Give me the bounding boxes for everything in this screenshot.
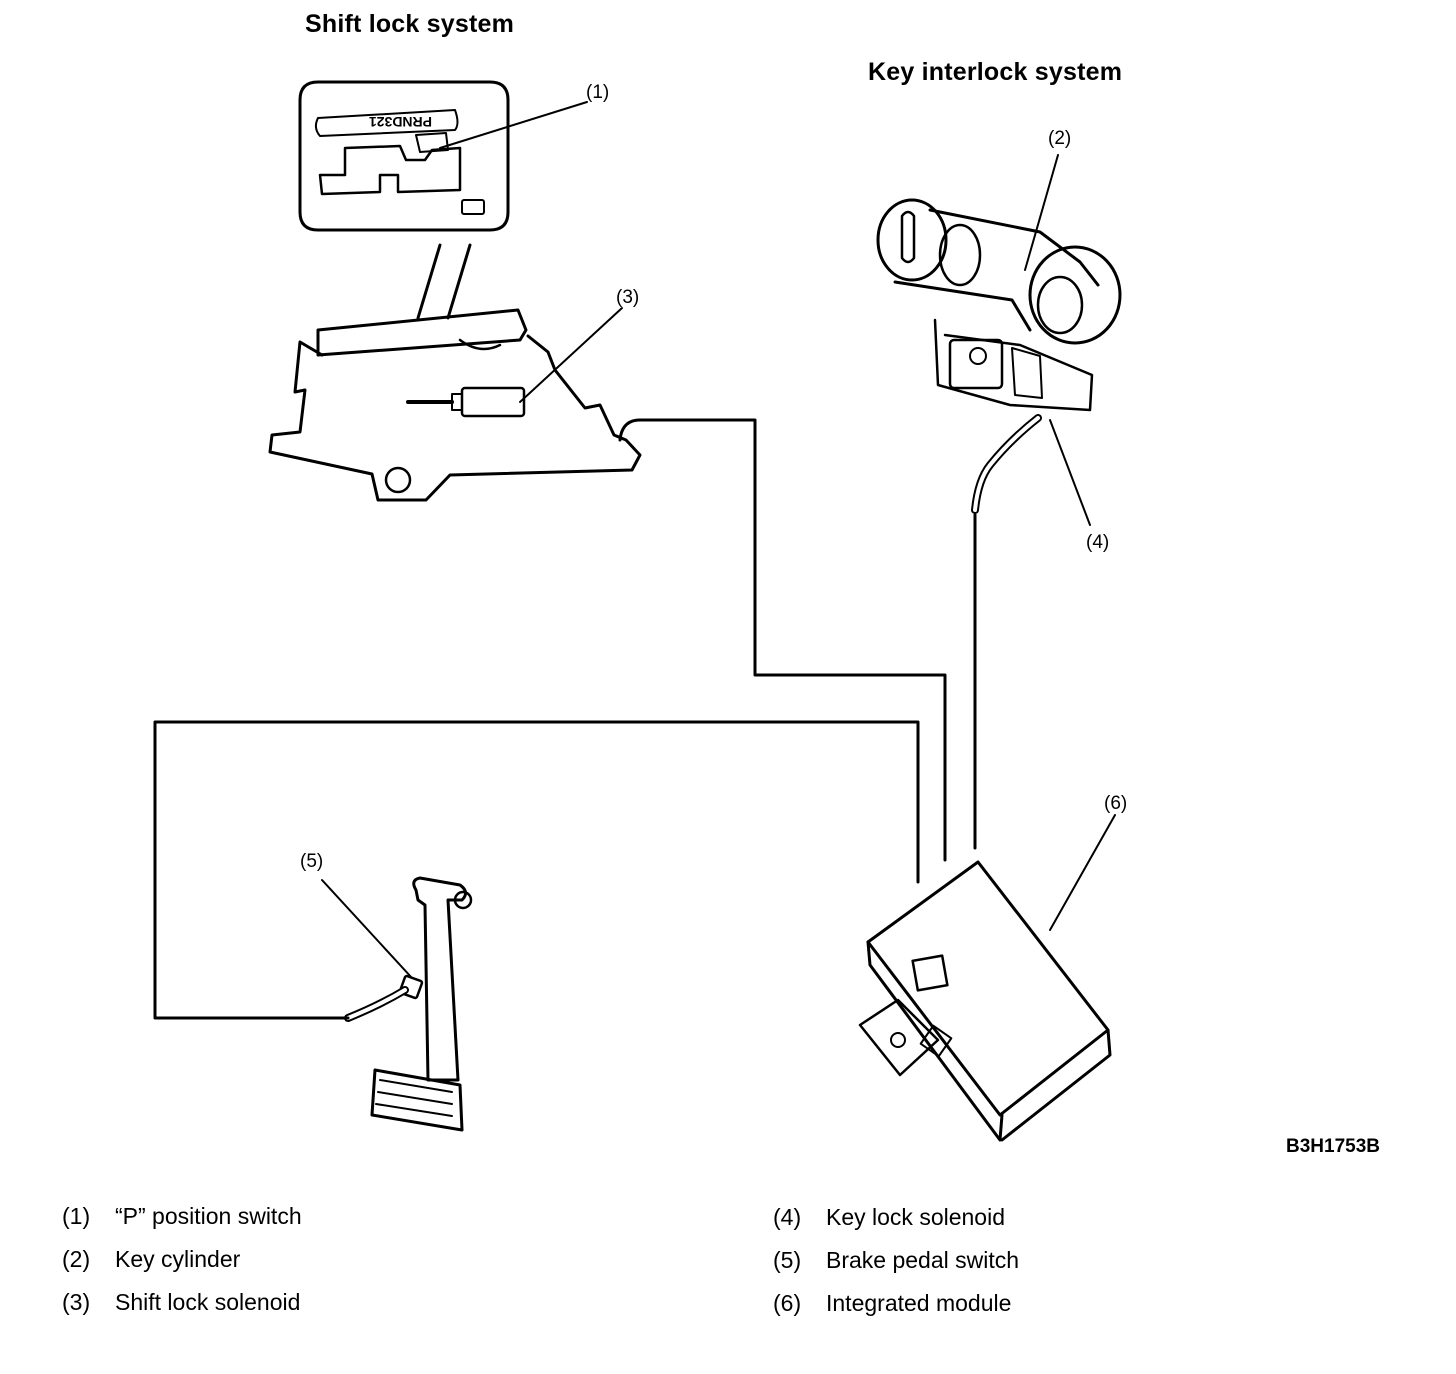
legend-number: (6)	[773, 1290, 802, 1316]
shift-lever-housing	[268, 243, 642, 502]
shift-lock-title: Shift lock system	[305, 10, 515, 38]
legend-item: (3) Shift lock solenoid	[62, 1281, 302, 1324]
shift-indicator-panel: PRND321	[298, 80, 510, 232]
gate-letters: PRND321	[369, 114, 432, 130]
legend-label: Integrated module	[826, 1290, 1012, 1316]
callout-2: (2)	[1048, 128, 1072, 149]
legend-label: Brake pedal switch	[826, 1247, 1020, 1273]
legend-number: (3)	[62, 1289, 91, 1315]
legend-item: (2) Key cylinder	[62, 1238, 302, 1281]
figure-code: B3H1753B	[1286, 1136, 1380, 1157]
legend-number: (5)	[773, 1247, 802, 1273]
legend-item: (1) “P” position switch	[62, 1195, 302, 1238]
legend-item: (5) Brake pedal switch	[773, 1239, 1019, 1282]
legend-label: Shift lock solenoid	[115, 1289, 301, 1315]
brake-pedal	[344, 876, 473, 1132]
legend-left: (1) “P” position switch (2) Key cylinder…	[62, 1195, 302, 1324]
integrated-module	[858, 860, 1112, 1142]
legend-label: Key lock solenoid	[826, 1204, 1005, 1230]
legend-right: (4) Key lock solenoid (5) Brake pedal sw…	[773, 1196, 1019, 1325]
callout-4: (4)	[1086, 532, 1110, 553]
wiring-harness	[153, 418, 977, 1020]
legend-label: “P” position switch	[115, 1203, 302, 1229]
callout-6: (6)	[1104, 793, 1128, 814]
legend-number: (2)	[62, 1246, 91, 1272]
callout-3: (3)	[616, 287, 640, 308]
legend-number: (4)	[773, 1204, 802, 1230]
key-interlock-title: Key interlock system	[868, 58, 1123, 86]
legend-number: (1)	[62, 1203, 91, 1229]
legend-item: (6) Integrated module	[773, 1282, 1019, 1325]
key-cylinder-assembly	[876, 198, 1122, 514]
legend-label: Key cylinder	[115, 1246, 241, 1272]
callout-5: (5)	[300, 851, 324, 872]
callout-1: (1)	[586, 82, 610, 103]
legend-item: (4) Key lock solenoid	[773, 1196, 1019, 1239]
